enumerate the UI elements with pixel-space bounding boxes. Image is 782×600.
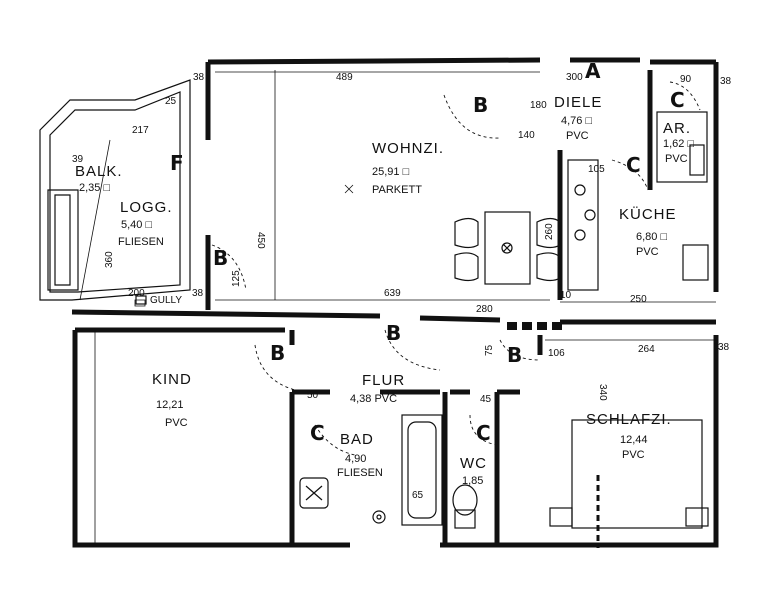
dim-340: 340 <box>597 384 608 401</box>
room-name-wc: WC <box>460 455 487 472</box>
room-name-ar: AR. <box>663 120 691 137</box>
room-name-balk: BALK. <box>75 163 123 180</box>
letter-b-kind: B <box>270 341 285 365</box>
letter-a: A <box>585 59 601 83</box>
walls <box>71 57 719 548</box>
dim-38-top-right: 38 <box>720 76 732 87</box>
dim-90: 90 <box>680 74 692 85</box>
dim-38-mid-left: 38 <box>192 288 204 299</box>
room-name-flur: FLUR <box>362 372 405 389</box>
dim-125: 125 <box>231 270 242 287</box>
dim-300: 300 <box>566 72 583 83</box>
letter-c-bad: C <box>310 421 325 445</box>
dim-38-right: 38 <box>718 342 730 353</box>
room-name-bad: BAD <box>340 431 374 448</box>
dim-38-top-left: 38 <box>193 72 205 83</box>
label-gully: GULLY <box>150 295 182 306</box>
dim-180: 180 <box>530 100 547 111</box>
room-area-logg: 5,40 □ <box>121 219 152 231</box>
room-floor-diele: PVC <box>566 130 589 142</box>
room-name-diele: DIELE <box>554 94 602 111</box>
room-floor-ar: PVC <box>665 153 688 165</box>
dimension-lines <box>94 70 716 545</box>
dim-75: 75 <box>484 344 495 356</box>
room-area-schlafzi: 12,44 <box>620 434 648 446</box>
dim-260: 260 <box>544 223 555 240</box>
letter-c-ar: C <box>670 88 685 112</box>
room-area-flur: 4,38 PVC <box>350 393 397 405</box>
room-name-kind: KIND <box>152 371 192 388</box>
room-floor-wohnzi: PARKETT <box>372 184 422 196</box>
letter-b-flur: B <box>386 321 401 345</box>
room-floor-schlafzi: PVC <box>622 449 645 461</box>
loggia-outline <box>39 79 191 307</box>
dim-200: 200 <box>128 288 145 299</box>
room-area-ar: 1,62 □ <box>663 138 694 150</box>
room-floor-kueche: PVC <box>636 246 659 258</box>
room-area-kueche: 6,80 □ <box>636 231 667 243</box>
dimension-labels: 489 639 280 250 264 450 360 200 38 38 38… <box>72 72 732 501</box>
dim-280: 280 <box>476 304 493 315</box>
dim-217: 217 <box>132 125 149 136</box>
letter-b-schlafzi: B <box>507 343 522 367</box>
dim-639: 639 <box>384 288 401 299</box>
room-floor-logg: FLIESEN <box>118 236 164 248</box>
room-area-wc: 1,85 <box>462 475 483 487</box>
dim-250: 250 <box>630 294 647 305</box>
dim-489: 489 <box>336 72 353 83</box>
dim-450: 450 <box>255 232 266 249</box>
dim-10: 10 <box>560 290 572 301</box>
letter-c-kueche: C <box>626 153 641 177</box>
room-floor-bad: FLIESEN <box>337 467 383 479</box>
door-swings <box>211 81 701 456</box>
dim-264: 264 <box>638 344 655 355</box>
letter-b-logg: B <box>213 246 228 270</box>
room-name-kueche: KÜCHE <box>619 205 677 223</box>
dim-45: 45 <box>480 394 492 405</box>
room-labels: WOHNZI. 25,91 □ PARKETT DIELE 4,76 □ PVC… <box>75 94 694 487</box>
room-area-diele: 4,76 □ <box>561 115 592 127</box>
dim-106: 106 <box>548 348 565 359</box>
room-name-logg: LOGG. <box>120 199 173 216</box>
letter-c-wc: C <box>476 421 491 445</box>
dim-360: 360 <box>104 251 115 268</box>
room-area-wohnzi: 25,91 □ <box>372 166 410 178</box>
dim-105: 105 <box>588 164 605 175</box>
stencil-letters: A B B B B B C C C C F <box>170 59 685 445</box>
letter-b-wohnzi: B <box>473 93 488 117</box>
room-floor-kind: PVC <box>165 417 188 429</box>
dim-140: 140 <box>518 130 535 141</box>
room-area-balk: 2,35 □ <box>79 182 110 194</box>
dim-25: 25 <box>165 96 177 107</box>
room-name-wohnzi: WOHNZI. <box>372 140 444 157</box>
letter-f: F <box>170 151 184 175</box>
dim-65: 65 <box>412 490 424 501</box>
dim-50: 50 <box>307 390 319 401</box>
fixtures <box>135 111 709 548</box>
dim-39: 39 <box>72 154 84 165</box>
room-area-kind: 12,21 <box>156 399 184 411</box>
room-name-schlafzi: SCHLAFZI. <box>586 411 672 428</box>
room-area-bad: 4,90 <box>345 453 366 465</box>
